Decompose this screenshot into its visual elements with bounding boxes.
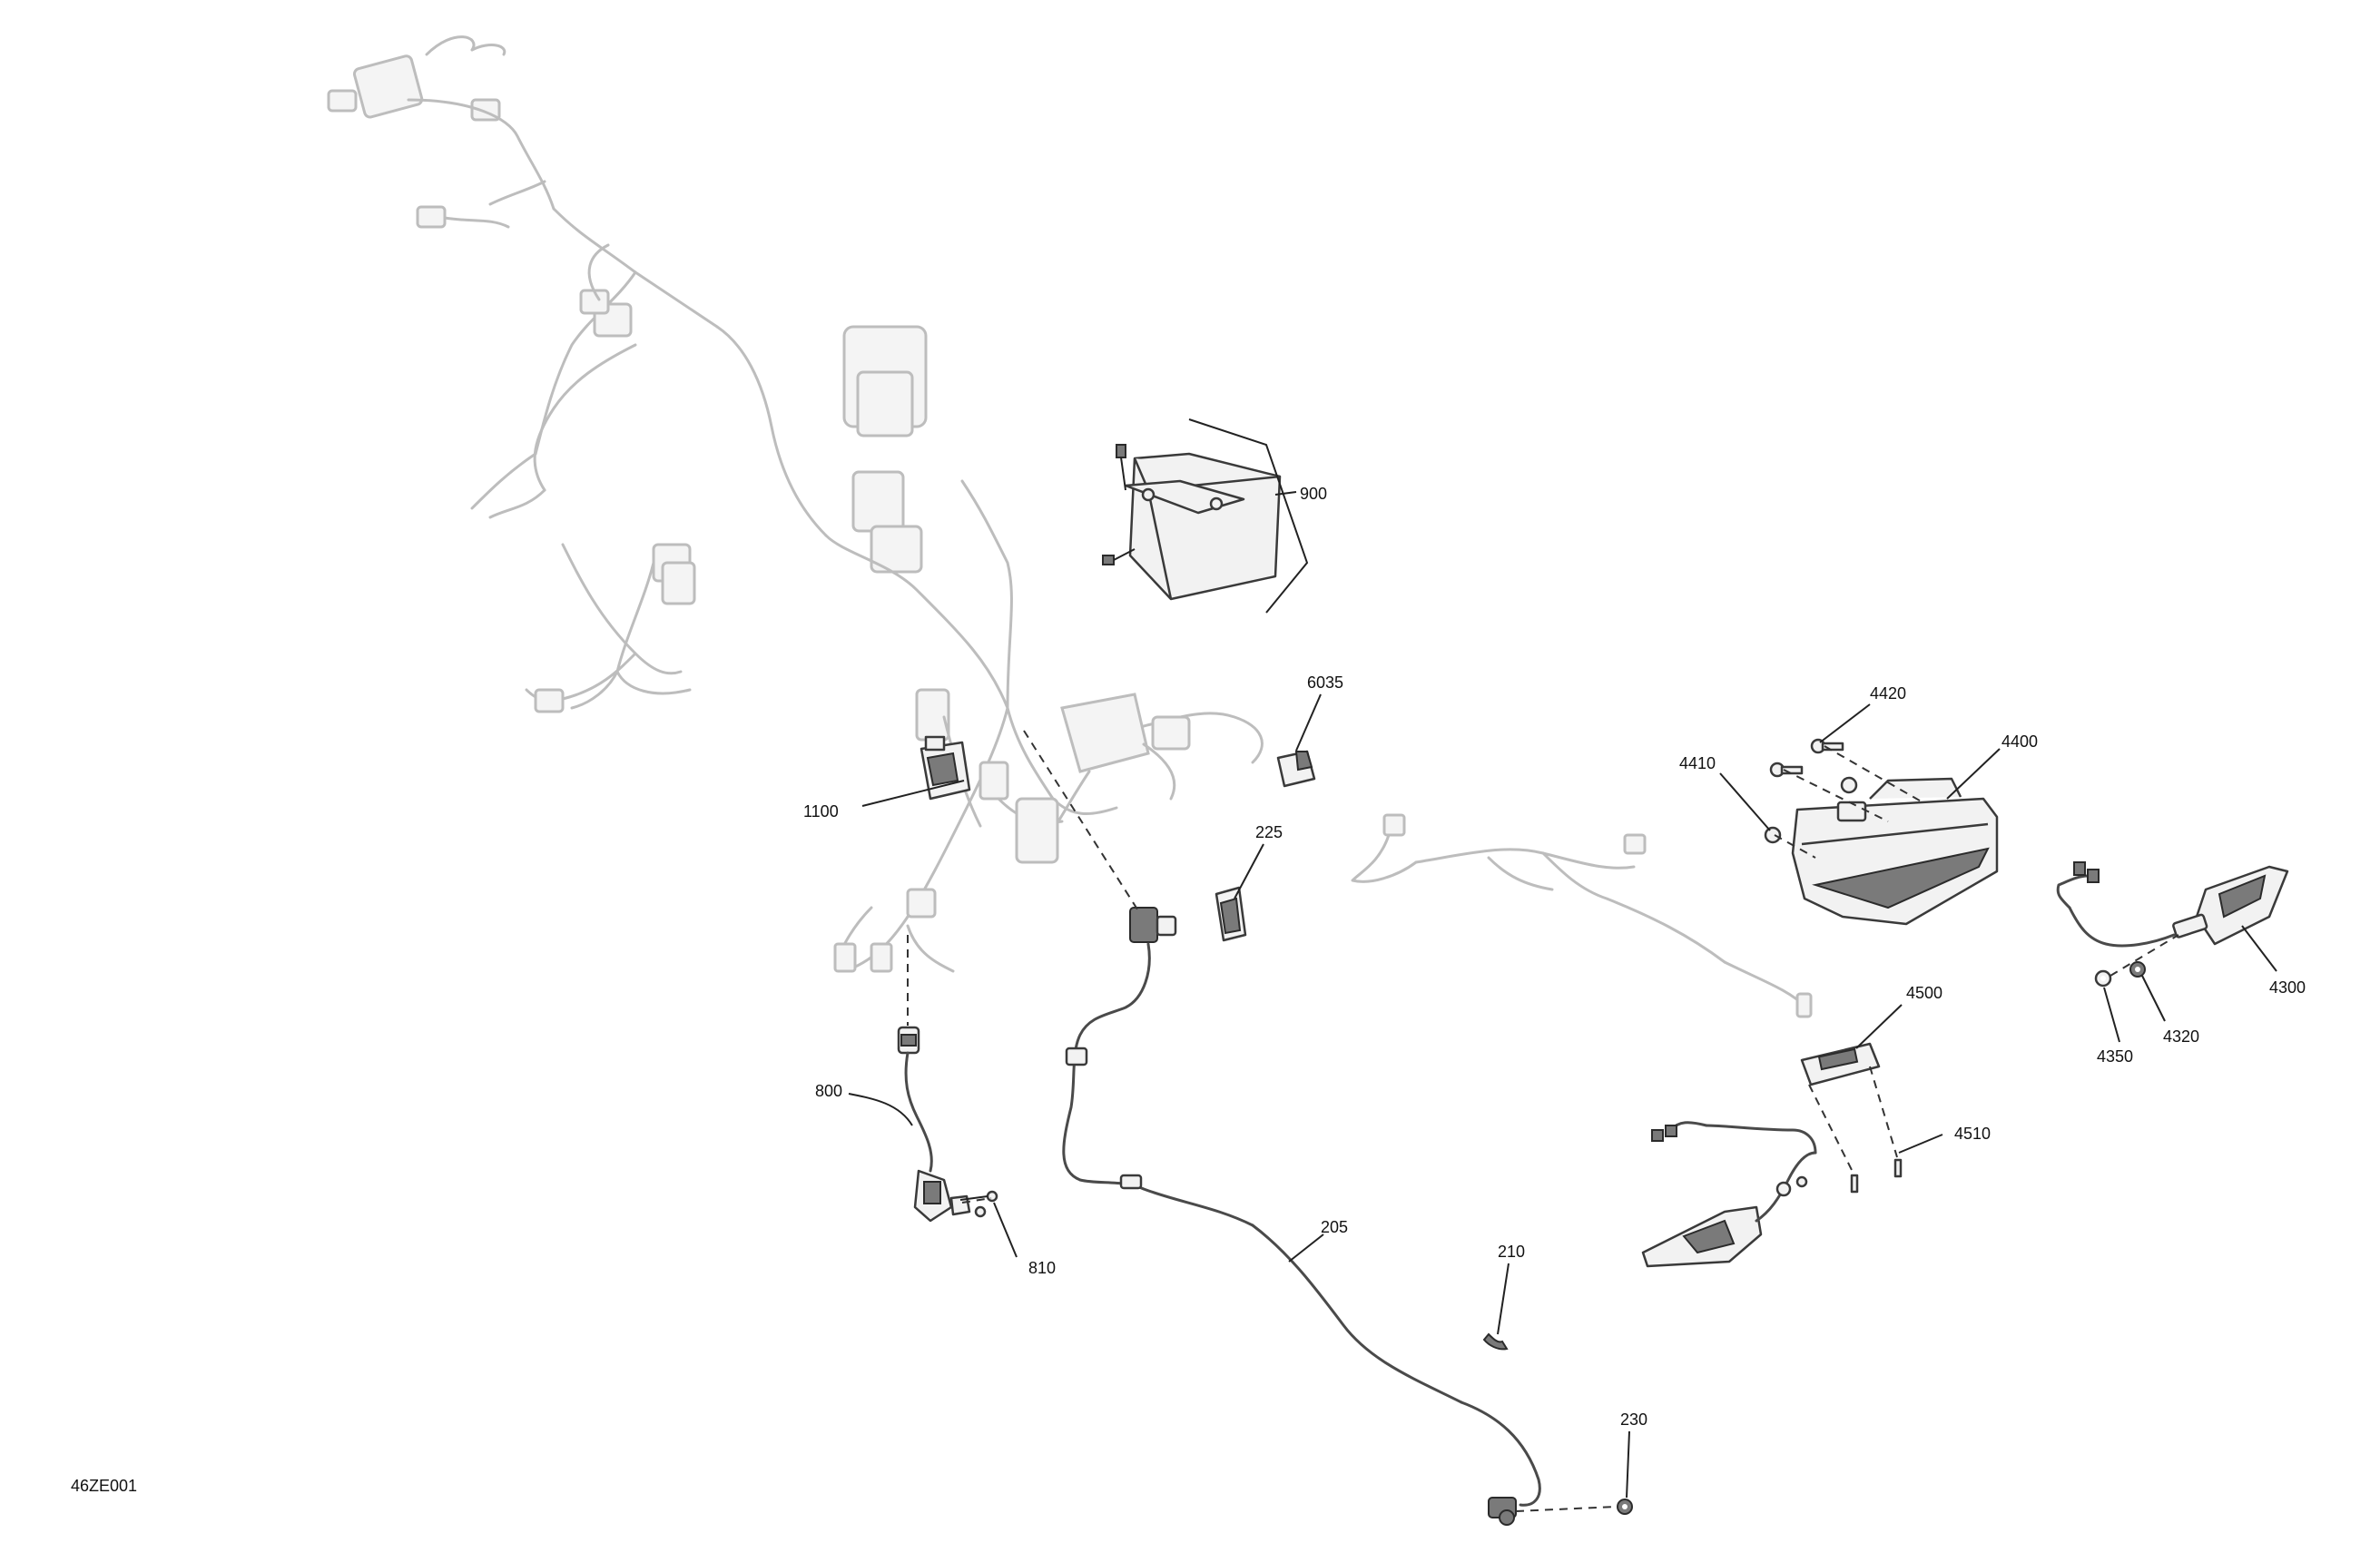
callout-4350: 4350 xyxy=(2097,1047,2133,1066)
callout-210: 210 xyxy=(1498,1243,1525,1261)
turn-signal-4300 xyxy=(2056,861,2289,948)
callout-230: 230 xyxy=(1620,1410,1647,1429)
relay-1100 xyxy=(920,735,971,801)
screw-4510 xyxy=(1850,1158,1903,1194)
callout-4400: 4400 xyxy=(2001,732,2038,751)
washer-4320 xyxy=(2129,961,2146,978)
figure-code: 46ZE001 xyxy=(71,1477,137,1495)
callout-800: 800 xyxy=(815,1082,842,1100)
main-harness-ghost xyxy=(327,35,1264,973)
callout-1100: 1100 xyxy=(803,802,839,821)
bolt-4420 xyxy=(1769,738,1844,778)
callout-205: 205 xyxy=(1321,1218,1348,1236)
callout-6035: 6035 xyxy=(1307,673,1343,692)
callout-4320: 4320 xyxy=(2163,1027,2199,1046)
clip-225 xyxy=(1215,886,1247,942)
callout-810: 810 xyxy=(1028,1259,1056,1277)
battery-bolt-lower xyxy=(1102,548,1136,565)
sensor-wire-205 xyxy=(1062,907,1541,1526)
assembly-lines xyxy=(907,730,2179,1512)
tail-light-4400 xyxy=(1791,777,1999,926)
license-light-4500 xyxy=(1800,1042,1881,1086)
callout-4410: 4410 xyxy=(1679,754,1716,772)
battery-bolt xyxy=(1116,444,1126,491)
leader-lines xyxy=(848,491,2277,1499)
clamp-210 xyxy=(1482,1332,1509,1351)
callout-4300: 4300 xyxy=(2269,978,2306,997)
relay-6035 xyxy=(1276,750,1316,788)
nut-230 xyxy=(1617,1499,1633,1515)
callout-225: 225 xyxy=(1255,823,1283,841)
screw-810 xyxy=(959,1190,998,1218)
nut-4410 xyxy=(1764,776,1858,844)
callout-900: 900 xyxy=(1300,485,1327,503)
rear-harness-ghost xyxy=(1351,813,1813,1018)
battery xyxy=(1102,418,1309,614)
callout-4510: 4510 xyxy=(1954,1125,1991,1143)
sensor-800 xyxy=(897,1026,971,1223)
nut-4350 xyxy=(2094,969,2112,988)
callout-4500: 4500 xyxy=(1906,984,1942,1002)
callout-4420: 4420 xyxy=(1870,684,1906,703)
callout-labels: 900 6035 1100 225 800 810 205 210 230 44… xyxy=(803,485,2306,1429)
turn-signal-left xyxy=(1641,1121,1817,1268)
